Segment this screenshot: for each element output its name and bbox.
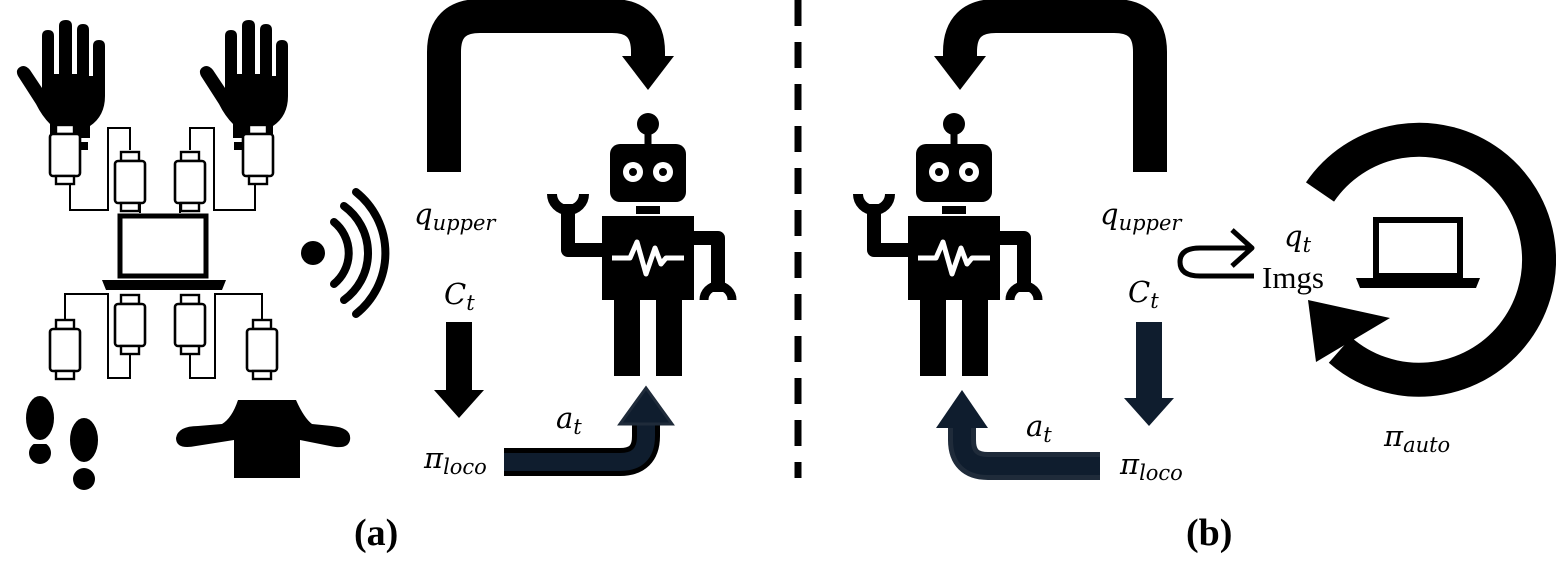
usb-cable-icon: [113, 150, 147, 213]
jacket-icon: [176, 400, 351, 478]
usb-cable-icon: [241, 123, 275, 186]
q-upper-label-b: qupper: [1100, 197, 1182, 235]
cable-wires: [64, 127, 263, 379]
curved-arrow-icon: [427, 0, 674, 172]
curved-arrow-icon: [936, 390, 1100, 480]
robot-icon: [858, 113, 1038, 376]
a-t-label-a: at: [556, 401, 582, 439]
q-upper-label-a: qupper: [414, 197, 496, 235]
laptop-icon: [1356, 220, 1480, 288]
robot-icon: [552, 113, 732, 376]
curved-arrow-icon: [934, 0, 1167, 172]
panel-b-label: (b): [1186, 512, 1233, 554]
usb-cable-icon: [48, 123, 82, 186]
pi-loco-label-b: πloco: [1120, 447, 1183, 485]
c-t-label-b: Ct: [1128, 275, 1159, 313]
c-t-label-a: Ct: [444, 277, 475, 315]
imgs-label: Imgs: [1262, 260, 1324, 295]
curved-arrow-icon: [504, 385, 675, 476]
return-arrow-icon: [1177, 228, 1255, 279]
usb-cable-icon: [245, 318, 279, 381]
cycle-arrow-icon: [1305, 122, 1556, 397]
usb-cable-icon: [113, 293, 147, 356]
arrow-down-icon: [434, 322, 484, 418]
a-t-label-b: at: [1026, 409, 1052, 447]
laptop-icon: [102, 213, 226, 290]
usb-cable-icon: [48, 318, 82, 381]
teleop-hardware: [16, 20, 351, 490]
pi-auto-label: πauto: [1384, 419, 1451, 457]
panel-a-label: (a): [354, 512, 399, 554]
usb-cable-icon: [173, 150, 207, 213]
pi-loco-label-a: πloco: [424, 441, 487, 479]
arrow-down-icon: [1124, 322, 1174, 426]
usb-cable-icon: [173, 293, 207, 356]
footprints-icon: [26, 396, 98, 490]
wireless-signal-icon: [301, 188, 390, 318]
q-t-label: qt: [1284, 219, 1312, 257]
